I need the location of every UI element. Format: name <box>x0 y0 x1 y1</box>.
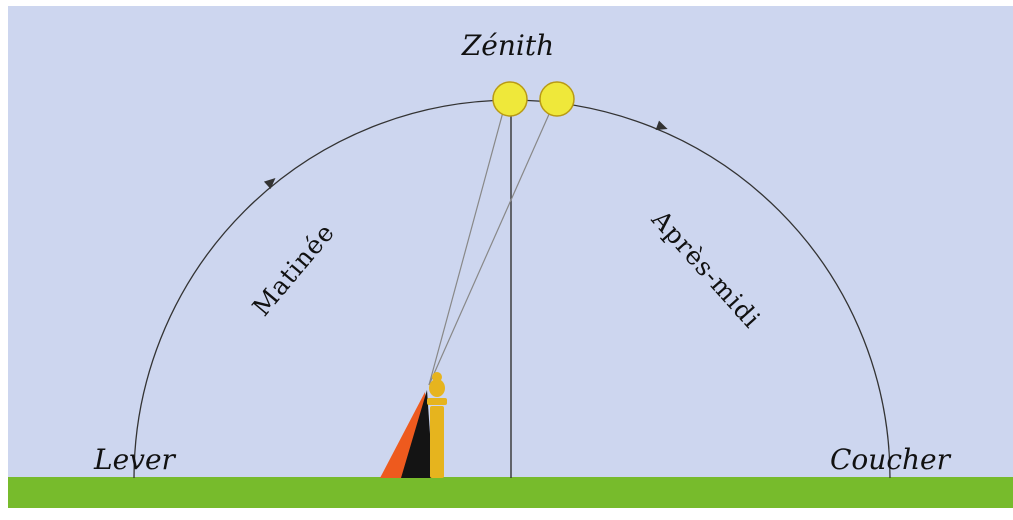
direction-arrow-afternoon-icon <box>655 120 668 130</box>
direction-arrow-morning-icon <box>263 177 276 190</box>
noon-shadow <box>401 390 433 478</box>
sun-afternoon-icon <box>539 81 575 117</box>
sunset-label: Coucher <box>830 443 952 476</box>
sunrise-label: Lever <box>93 443 177 476</box>
zenith-label: Zénith <box>461 29 554 62</box>
sun-zenith-icon <box>492 81 528 117</box>
sun-ray-1 <box>428 111 504 386</box>
sun-ray-2 <box>428 111 551 386</box>
ground-strip <box>8 477 1013 508</box>
gnomon-post-icon <box>427 372 447 478</box>
